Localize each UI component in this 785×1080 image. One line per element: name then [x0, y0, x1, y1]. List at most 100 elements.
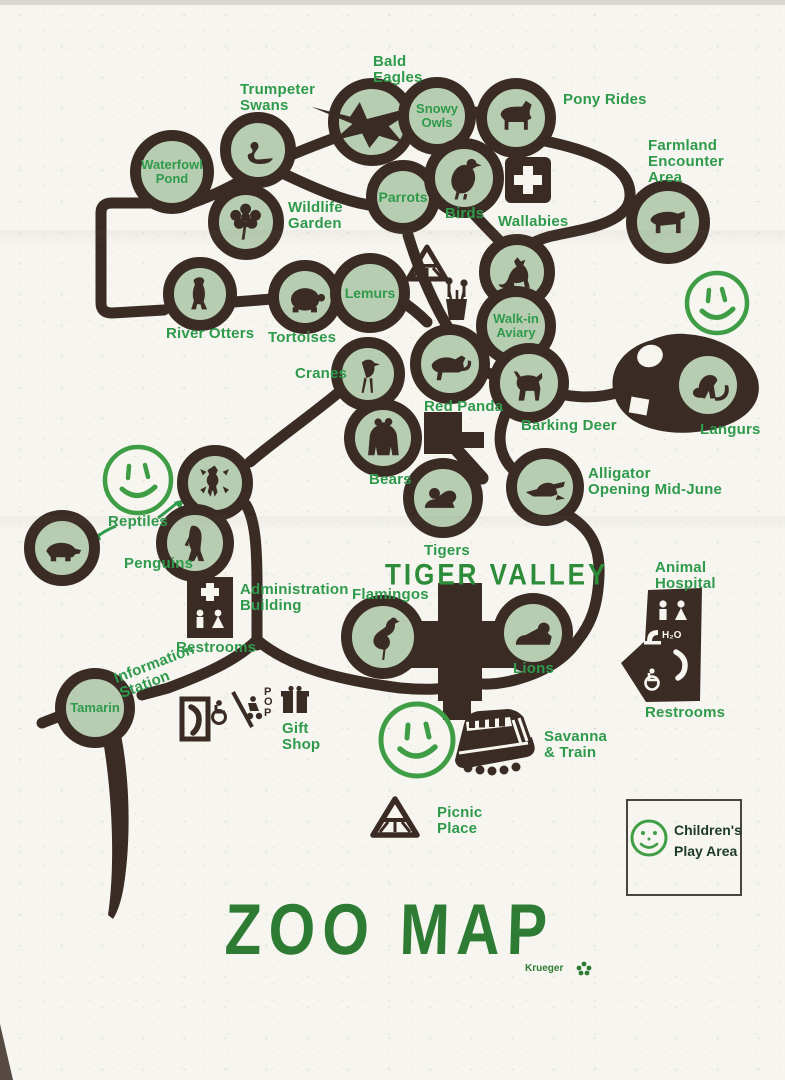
barking-deer-label: Barking Deer [521, 417, 617, 434]
smiley-icon [102, 444, 174, 516]
artist-signature: Krueger [525, 963, 564, 974]
picnic-table-icon [370, 796, 420, 838]
alligator-label: Alligator Opening Mid-June [588, 465, 723, 499]
wildlife-garden-label: Wildlife Garden [288, 199, 343, 233]
deer-icon [513, 371, 543, 401]
tiger-icon [424, 487, 457, 508]
langurs-label: Langurs [700, 421, 761, 438]
smiley-icon [378, 701, 456, 779]
horse-icon [500, 100, 532, 130]
lemurs-label: Lemurs [344, 284, 396, 301]
exhibit-birds [424, 138, 504, 218]
restroom-icon [187, 577, 233, 638]
swan-icon [248, 142, 274, 165]
penguin-icon [184, 525, 204, 561]
red-panda-label: Red Panda [424, 398, 504, 415]
wheelchair-icon [644, 675, 660, 691]
flamingo-icon [373, 617, 400, 661]
exhibit-langurs [668, 345, 748, 425]
tamarin-label: Tamarin [70, 700, 120, 716]
parrots-label: Parrots [378, 188, 428, 205]
trumpeter-swans-label: Trumpeter Swans [240, 81, 316, 115]
farmland-label: Farmland Encounter Area [648, 137, 724, 187]
entrance-path [103, 735, 129, 919]
tortoise-icon [291, 288, 326, 313]
exhibit-flamingos [341, 595, 425, 679]
restrooms-admin-label: Restrooms [176, 639, 257, 656]
exhibit-trumpeter-swans [220, 112, 296, 188]
legend-label: Children's Play Area [674, 822, 742, 859]
exhibit-farmland [626, 180, 710, 264]
exhibit-wildlife-garden [208, 184, 284, 260]
turtle-icon [46, 543, 82, 562]
tigers-label: Tigers [424, 542, 470, 559]
exhibit-tigers [403, 458, 483, 538]
flower-icon [230, 204, 262, 240]
train-icon [455, 709, 535, 776]
bald-eagles-label: Bald Eagles [373, 53, 423, 87]
exhibit-barking-deer [489, 343, 569, 423]
trash-icon [445, 277, 468, 320]
sheep-icon [650, 211, 685, 234]
gift-icon [281, 685, 309, 713]
birds-label: Birds [445, 205, 485, 222]
lion-icon [515, 622, 552, 645]
scan-edge [0, 0, 785, 5]
exhibit-bald-eagles [328, 78, 416, 166]
walk-in-aviary-label: Walk-in Aviary [493, 311, 539, 340]
scan-corner [0, 1024, 13, 1080]
alligator-icon [525, 481, 565, 500]
exhibit-alligator [506, 448, 584, 526]
picnic-place-label: Picnic Place [437, 804, 483, 838]
animal-hospital-building [621, 588, 702, 702]
crane-icon [361, 359, 381, 394]
kangaroo-icon [499, 257, 531, 289]
tortoises-label: Tortoises [268, 329, 337, 346]
slash-icon [231, 691, 254, 728]
pop-machine-label: P O P [264, 686, 273, 719]
exhibit-pony-rides [476, 78, 556, 158]
penguins-label: Penguins [124, 555, 194, 572]
bears-label: Bears [369, 471, 412, 488]
animal-hospital-label: Animal Hospital [655, 559, 716, 593]
otter-icon [191, 277, 208, 310]
h2o-label: H₂O [662, 630, 682, 641]
page-title: ZOO MAP [223, 889, 556, 970]
drinking-fountain-icon [647, 630, 658, 641]
vulture-icon [451, 158, 482, 200]
picnic-table-icon [405, 244, 449, 282]
wheelchair-icon [211, 700, 227, 725]
exhibit-river-otters [163, 257, 237, 331]
exhibit-lemurs: Lemurs [330, 253, 410, 333]
walking-paths [36, 106, 644, 729]
phone-icon [179, 696, 211, 742]
bear-icon [367, 417, 399, 455]
wallabies-label: Wallabies [498, 213, 569, 230]
exhibit-red-panda [410, 324, 490, 404]
gift-shop-label: Gift Shop [282, 720, 321, 754]
eagle-icon [311, 102, 423, 148]
smiley-icon [630, 819, 668, 857]
snowy-owls-label: Snowy Owls [416, 101, 458, 130]
stroller-icon [246, 696, 263, 720]
exhibit-bears [344, 399, 422, 477]
waterfowl-pond-label: Waterfowl Pond [141, 157, 203, 186]
reptiles-label: Reptiles [108, 513, 168, 530]
pony-rides-label: Pony Rides [563, 91, 647, 108]
lizard-icon [200, 465, 230, 498]
exhibit-reptiles-turtle [24, 510, 100, 586]
exhibit-lions [493, 593, 573, 673]
red-panda-icon [431, 355, 471, 381]
restrooms-hospital-label: Restrooms [645, 704, 726, 721]
exhibit-waterfowl-pond: Waterfowl Pond [130, 130, 214, 214]
lions-label: Lions [513, 660, 554, 677]
cranes-label: Cranes [295, 365, 348, 382]
flower-doodle-icon [576, 961, 592, 976]
savanna-train-label: Savanna & Train [544, 728, 608, 762]
phone-icon [673, 649, 688, 681]
smiley-icon [684, 270, 750, 336]
legend-box [626, 799, 742, 896]
flamingos-label: Flamingos [352, 586, 429, 603]
first-aid-icon [505, 157, 551, 203]
